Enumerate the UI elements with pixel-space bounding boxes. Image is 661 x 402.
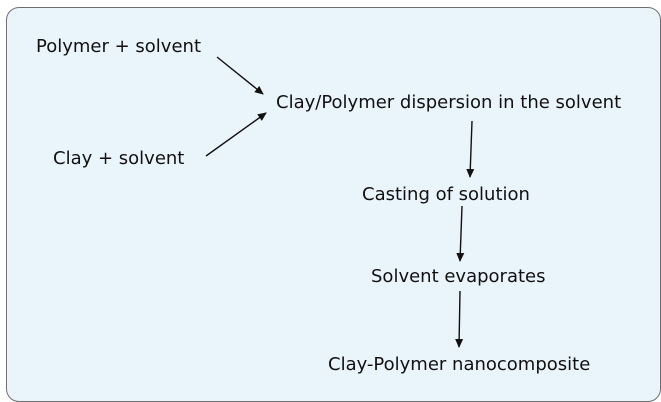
arrow-casting-to-evaporation — [456, 205, 465, 262]
node-casting: Casting of solution — [362, 184, 530, 205]
arrow-dispersion-to-casting — [466, 120, 475, 178]
node-polymer-solvent: Polymer + solvent — [36, 36, 201, 57]
node-dispersion: Clay/Polymer dispersion in the solvent — [276, 92, 622, 113]
arrow-evaporation-to-nanocomposite — [455, 290, 464, 348]
node-clay-solvent: Clay + solvent — [53, 148, 185, 169]
flow-arrows — [205, 56, 475, 348]
node-nanocomposite: Clay-Polymer nanocomposite — [328, 354, 591, 375]
diagram-frame — [6, 7, 661, 402]
arrow-polymer-to-dispersion — [216, 56, 264, 95]
node-evaporation: Solvent evaporates — [371, 266, 546, 287]
arrow-clay-to-dispersion — [205, 112, 267, 157]
